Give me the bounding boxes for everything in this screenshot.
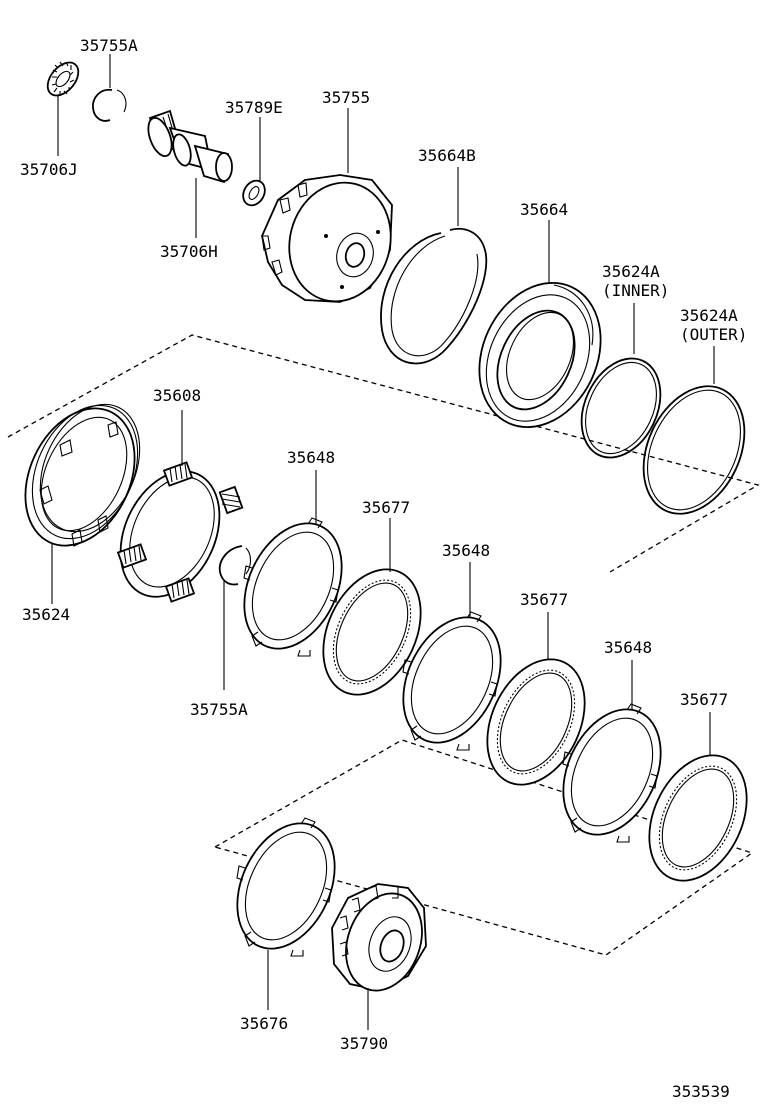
label-35706J: 35706J	[20, 160, 78, 179]
label-35790: 35790	[340, 1034, 388, 1053]
label-35677-c: 35677	[680, 690, 728, 709]
clutch-plate-35648-c	[562, 660, 662, 843]
label-35624: 35624	[22, 605, 70, 624]
clutch-plate-35648-b	[402, 562, 502, 751]
shaft-35706H	[147, 109, 233, 238]
piston-35664	[478, 220, 602, 429]
label-35755: 35755	[322, 88, 370, 107]
part-labels: 35755A 35706J 35706H 35789E 35755 35664B…	[20, 36, 747, 1101]
label-35664: 35664	[520, 200, 568, 219]
label-35648-b: 35648	[442, 541, 490, 560]
label-35789E: 35789E	[225, 98, 283, 117]
snap-ring-35664B	[380, 167, 488, 365]
flange-plate-35676	[236, 817, 336, 1010]
clutch-drum-35755	[261, 108, 393, 303]
snap-ring-35755A-top	[92, 54, 127, 122]
label-35608: 35608	[153, 386, 201, 405]
friction-disc-35677-b	[486, 612, 586, 786]
label-35624A-inner: 35624A	[602, 262, 660, 281]
sleeve-35624	[24, 403, 141, 604]
label-35664B: 35664B	[418, 146, 476, 165]
label-35648-c: 35648	[604, 638, 652, 657]
return-spring-35608	[116, 410, 244, 603]
note-inner: (INNER)	[602, 281, 669, 300]
note-outer: (OUTER)	[680, 325, 747, 344]
label-35677-a: 35677	[362, 498, 410, 517]
label-35624A-outer: 35624A	[680, 306, 738, 325]
label-35706H: 35706H	[160, 242, 218, 261]
label-35676: 35676	[240, 1014, 288, 1033]
label-35677-b: 35677	[520, 590, 568, 609]
snap-ring-35755A-mid	[218, 545, 252, 690]
label-35755A-mid: 35755A	[190, 700, 248, 719]
o-ring-35624A-outer	[642, 346, 746, 515]
label-35648-a: 35648	[287, 448, 335, 467]
o-ring-35624A-inner	[580, 303, 662, 459]
needle-bearing-35706J	[46, 61, 80, 156]
spring-pack	[116, 461, 244, 603]
friction-disc-35677-c	[648, 712, 748, 882]
washer-35789E	[242, 117, 266, 207]
figure-number: 353539	[672, 1082, 730, 1101]
label-35755A-top: 35755A	[80, 36, 138, 55]
friction-disc-35677-a	[322, 518, 422, 696]
clutch-plate-35648-a	[243, 470, 343, 657]
clutch-hub-35790	[331, 883, 427, 1030]
